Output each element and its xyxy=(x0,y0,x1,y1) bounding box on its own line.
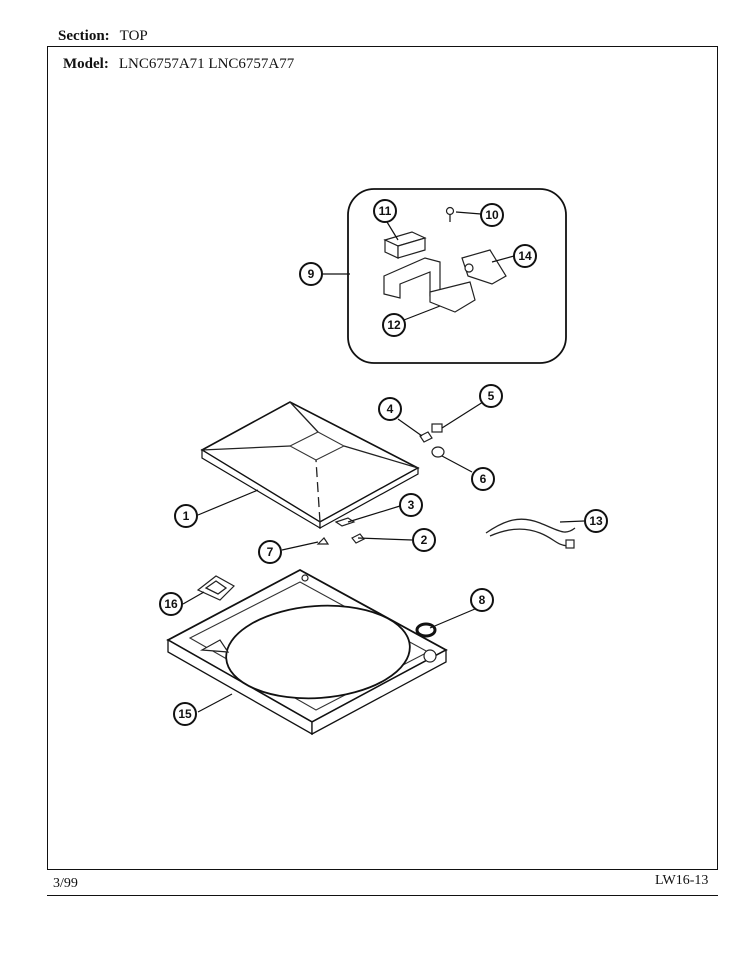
callout-15: 15 xyxy=(173,702,197,726)
bracket-part xyxy=(383,257,441,301)
model-label: Model: xyxy=(63,56,109,72)
hinge-part xyxy=(461,249,507,285)
svg-text:5: 5 xyxy=(488,389,495,403)
svg-text:12: 12 xyxy=(387,318,401,332)
callout-13: 13 xyxy=(584,509,608,533)
top-panel-part xyxy=(166,568,448,736)
svg-text:8: 8 xyxy=(479,593,486,607)
screw-part-5 xyxy=(431,423,443,433)
section-value: TOP xyxy=(119,28,148,44)
callout-8: 8 xyxy=(470,588,494,612)
leader-lines xyxy=(182,211,585,713)
callout-4: 4 xyxy=(378,397,402,421)
lid-part xyxy=(200,401,420,530)
svg-text:16: 16 xyxy=(164,597,178,611)
svg-text:10: 10 xyxy=(485,208,499,222)
grommet-part xyxy=(415,622,437,638)
svg-text:11: 11 xyxy=(379,204,392,218)
clip-part xyxy=(334,517,356,527)
svg-text:6: 6 xyxy=(480,472,487,486)
bottom-rule xyxy=(47,895,718,896)
svg-text:14: 14 xyxy=(518,249,532,263)
section-label: Section: xyxy=(58,28,110,44)
wire-harness-part xyxy=(485,518,576,549)
bumper-part xyxy=(431,446,445,458)
diagram-frame xyxy=(47,46,718,870)
inset-box xyxy=(347,188,567,364)
model-heading: Model: LNC6757A71 LNC6757A77 xyxy=(63,56,294,73)
callout-5: 5 xyxy=(479,384,503,408)
model-value: LNC6757A71 LNC6757A77 xyxy=(118,56,295,72)
callout-3: 3 xyxy=(399,493,423,517)
callout-16: 16 xyxy=(159,592,183,616)
svg-text:7: 7 xyxy=(267,545,274,559)
callout-11: 11 xyxy=(373,199,397,223)
svg-text:13: 13 xyxy=(589,514,603,528)
callout-6: 6 xyxy=(471,467,495,491)
callout-7: 7 xyxy=(258,540,282,564)
hinge-bracket-assembly xyxy=(383,206,507,313)
callout-12: 12 xyxy=(382,313,406,337)
svg-text:3: 3 xyxy=(408,498,415,512)
screw-part xyxy=(445,206,455,216)
svg-text:15: 15 xyxy=(178,707,192,721)
pin-part xyxy=(419,431,433,443)
callout-14: 14 xyxy=(513,244,537,268)
dispenser-cup-part xyxy=(196,575,235,601)
svg-text:2: 2 xyxy=(421,533,428,547)
callout-10: 10 xyxy=(480,203,504,227)
page-code: LW16-13 xyxy=(655,873,709,888)
section-heading: Section: TOP xyxy=(58,28,148,45)
callout-1: 1 xyxy=(174,504,198,528)
plug-part xyxy=(316,537,330,545)
callout-2: 2 xyxy=(412,528,436,552)
date-code: 3/99 xyxy=(53,876,78,891)
svg-text:9: 9 xyxy=(308,267,315,281)
callout-9: 9 xyxy=(299,262,323,286)
svg-text:1: 1 xyxy=(183,509,190,523)
svg-text:4: 4 xyxy=(387,402,394,416)
